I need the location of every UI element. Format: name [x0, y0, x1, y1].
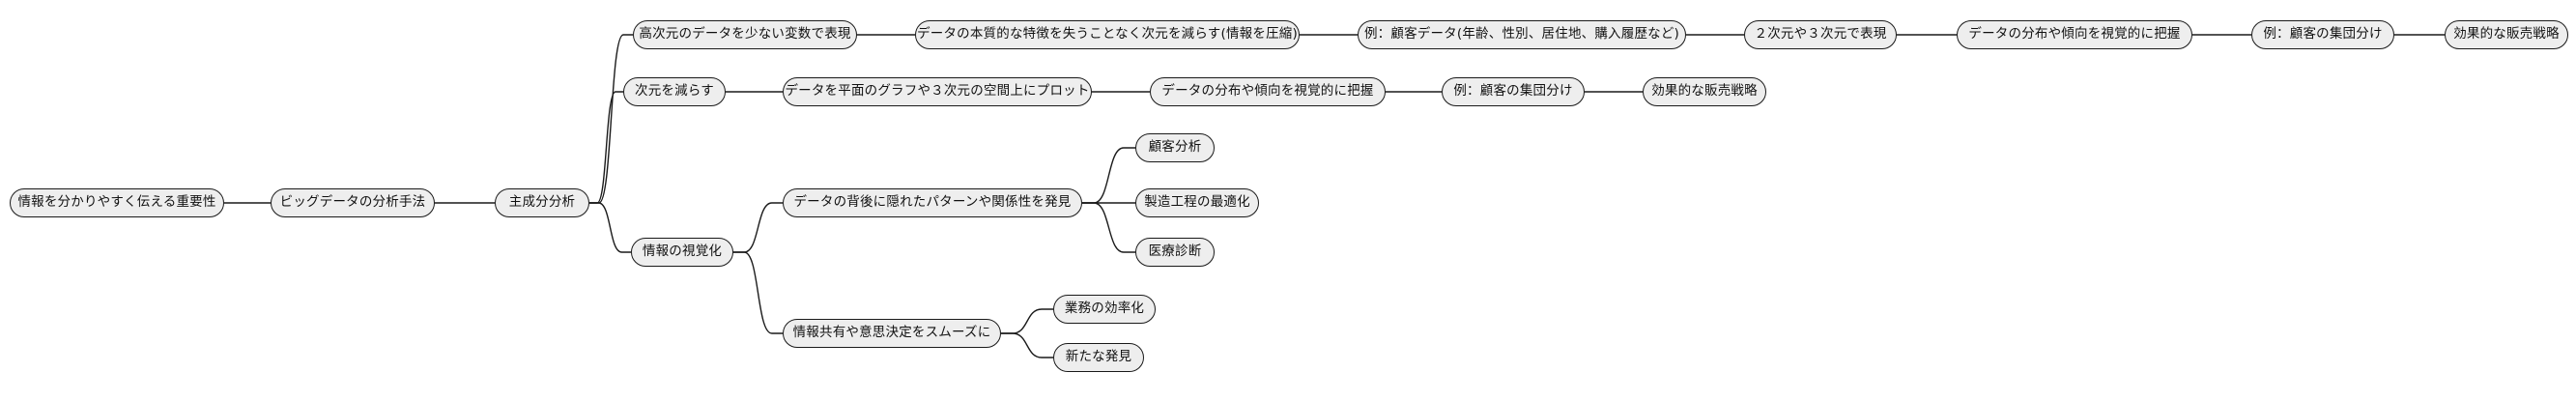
- mindmap-node[interactable]: ビッグデータの分析手法: [271, 188, 435, 217]
- mindmap-node[interactable]: データの分布や傾向を視覚的に把握: [1957, 20, 2192, 49]
- mindmap-node[interactable]: データの背後に隠れたパターンや関係性を発見: [783, 188, 1082, 217]
- mindmap-edge: [1001, 332, 1053, 358]
- mindmap-node[interactable]: データを平面のグラフや３次元の空間上にプロット: [783, 77, 1092, 106]
- mindmap-node[interactable]: 医療診断: [1135, 238, 1215, 267]
- mindmap-node[interactable]: 主成分分析: [495, 188, 589, 217]
- mindmap-node[interactable]: 業務の効率化: [1053, 295, 1156, 324]
- mindmap-node[interactable]: 新たな発見: [1053, 343, 1144, 372]
- mindmap-edge: [1001, 308, 1053, 334]
- mindmap-node[interactable]: 製造工程の最適化: [1135, 188, 1259, 217]
- mindmap-node[interactable]: 次元を減らす: [623, 77, 726, 106]
- mindmap-node[interactable]: 例：顧客の集団分け: [2251, 20, 2394, 49]
- mindmap-node[interactable]: 効果的な販売戦略: [2445, 20, 2568, 49]
- mindmap-node[interactable]: データの分布や傾向を視覚的に把握: [1150, 77, 1386, 106]
- mindmap-edge: [1082, 202, 1135, 253]
- mindmap-edge: [589, 202, 631, 253]
- mindmap-node[interactable]: 情報を分かりやすく伝える重要性: [10, 188, 224, 217]
- mindmap-edge: [1082, 147, 1135, 204]
- mindmap-edge: [589, 91, 623, 204]
- mindmap-node[interactable]: データの本質的な特徴を失うことなく次元を減らす(情報を圧縮): [915, 20, 1300, 49]
- mindmap-node[interactable]: 情報の視覚化: [631, 238, 733, 267]
- mindmap-edge: [589, 34, 633, 204]
- mindmap-edge: [733, 202, 783, 253]
- mindmap-node[interactable]: 効果的な販売戦略: [1643, 77, 1766, 106]
- mindmap-node[interactable]: 例：顧客データ(年齢、性別、居住地、購入履歴など): [1358, 20, 1686, 49]
- mindmap-node[interactable]: 顧客分析: [1135, 133, 1215, 162]
- mindmap-node[interactable]: 高次元のデータを少ない変数で表現: [633, 20, 857, 49]
- mindmap-node[interactable]: 情報共有や意思決定をスムーズに: [783, 319, 1001, 348]
- mindmap-node[interactable]: 例：顧客の集団分け: [1442, 77, 1585, 106]
- mindmap-edge: [733, 251, 783, 334]
- mindmap-node[interactable]: ２次元や３次元で表現: [1744, 20, 1897, 49]
